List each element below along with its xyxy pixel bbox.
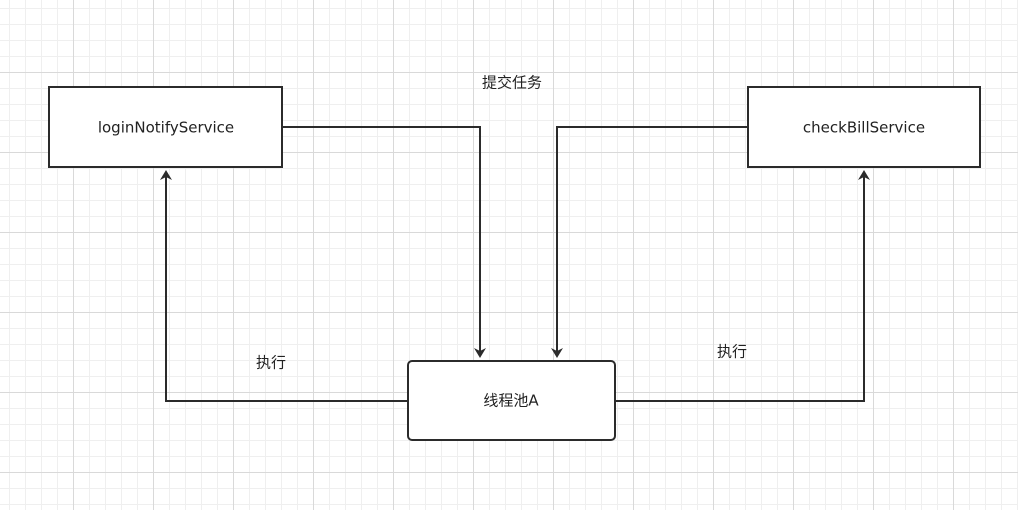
label-submit-task: 提交任务 (482, 74, 542, 92)
edge-pool-to-login (160, 170, 408, 402)
node-check-bill-service-label: checkBillService (803, 119, 925, 137)
node-thread-pool-a-label: 线程池A (483, 392, 539, 410)
node-login-notify-service-label: loginNotifyService (98, 119, 234, 137)
edge-pool-to-check (616, 170, 870, 402)
node-login-notify-service[interactable]: loginNotifyService (48, 86, 283, 168)
node-check-bill-service[interactable]: checkBillService (747, 86, 981, 168)
label-execute-right: 执行 (717, 343, 747, 361)
node-thread-pool-a[interactable]: 线程池A (407, 360, 616, 441)
edge-login-to-pool (283, 126, 486, 358)
edge-check-to-pool (551, 126, 747, 358)
label-execute-left: 执行 (256, 354, 286, 372)
